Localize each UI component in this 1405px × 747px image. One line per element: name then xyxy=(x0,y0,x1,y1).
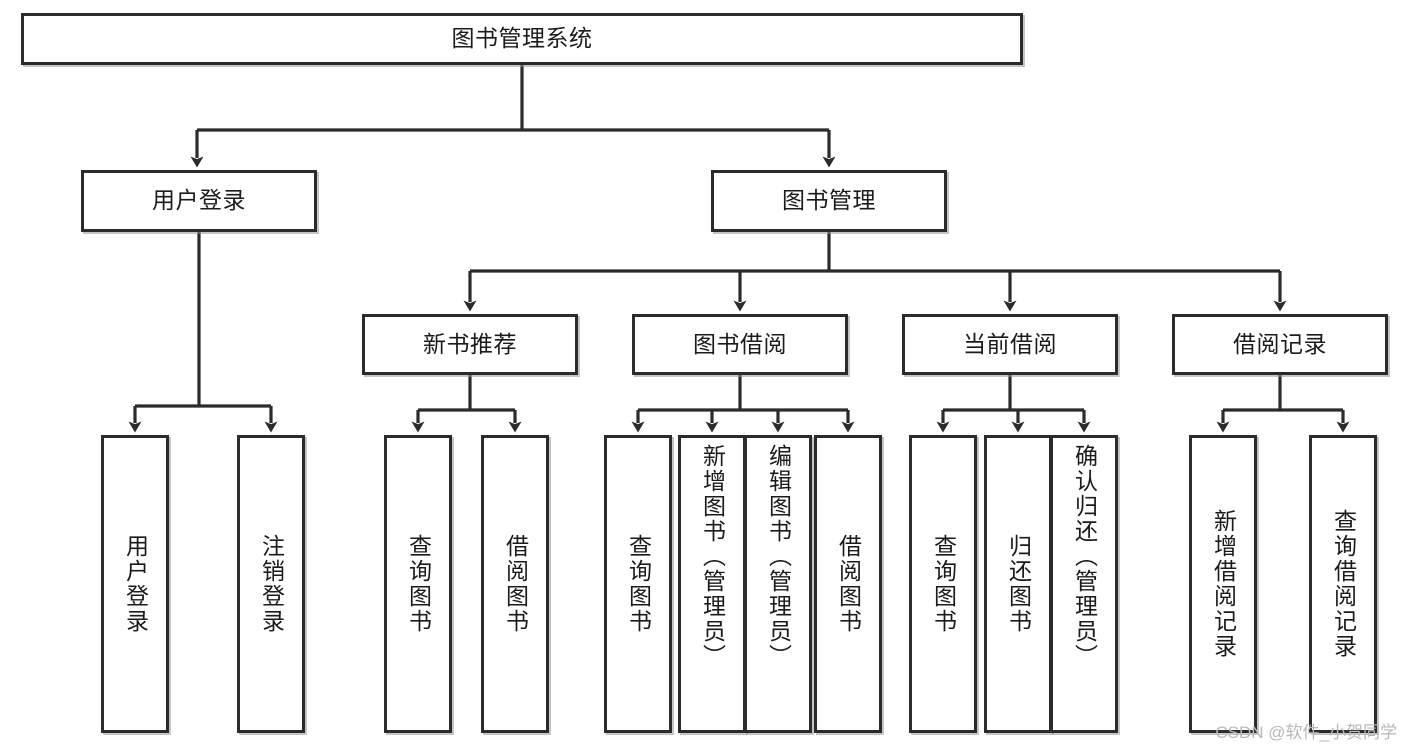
node-label: 确认归还（管理员） xyxy=(1071,444,1098,669)
node-label: 查询图书 xyxy=(625,534,652,634)
node-label: 归还图书 xyxy=(1005,534,1032,634)
borrow-record-to-leaves-connectors xyxy=(1216,375,1350,433)
current-borrow-to-leaves-connectors xyxy=(936,375,1091,433)
node-label: 借阅记录 xyxy=(1233,330,1327,357)
node-current-borrowing[interactable]: 当前借阅 xyxy=(902,314,1118,375)
root-to-level2-connectors xyxy=(190,65,836,168)
node-label: 用户登录 xyxy=(122,534,149,634)
node-label: 注销登录 xyxy=(258,534,285,634)
node-label: 用户登录 xyxy=(152,187,246,214)
node-label: 图书管理 xyxy=(782,187,876,214)
node-label: 借阅图书 xyxy=(502,534,529,634)
leaf-node-borrow-book-recommendation[interactable]: 借阅图书 xyxy=(481,435,549,733)
new-book-rec-to-leaves-connectors xyxy=(411,375,522,433)
leaf-node-user-login[interactable]: 用户登录 xyxy=(101,435,169,733)
node-label: 图书管理系统 xyxy=(451,25,593,52)
node-borrowing-record[interactable]: 借阅记录 xyxy=(1172,314,1388,375)
node-label: 新增图书（管理员） xyxy=(699,444,726,669)
leaf-node-borrow-book-borrowing[interactable]: 借阅图书 xyxy=(814,435,882,733)
node-label: 查询图书 xyxy=(405,534,432,634)
node-root-library-system[interactable]: 图书管理系统 xyxy=(21,13,1023,65)
node-new-book-recommendation[interactable]: 新书推荐 xyxy=(362,314,578,375)
csdn-watermark: CSDN @软件_小贺同学 xyxy=(1215,723,1397,742)
node-label: 编辑图书（管理员） xyxy=(765,444,792,669)
node-label: 当前借阅 xyxy=(963,330,1057,357)
node-label: 借阅图书 xyxy=(835,534,862,634)
node-label: 查询图书 xyxy=(930,534,957,634)
leaf-node-confirm-return-admin[interactable]: 确认归还（管理员） xyxy=(1050,435,1118,733)
node-label: 新增借阅记录 xyxy=(1210,509,1237,659)
node-label: 新书推荐 xyxy=(423,330,517,357)
book-manage-to-level3-connectors xyxy=(463,232,1287,312)
user-login-to-leaves-connectors xyxy=(128,232,278,433)
node-book-management[interactable]: 图书管理 xyxy=(711,170,947,232)
book-borrow-to-leaves-connectors xyxy=(631,375,855,433)
leaf-node-return-book[interactable]: 归还图书 xyxy=(984,435,1052,733)
leaf-node-query-book-borrowing[interactable]: 查询图书 xyxy=(604,435,672,733)
leaf-node-edit-book-admin[interactable]: 编辑图书（管理员） xyxy=(744,435,812,733)
leaf-node-query-borrowing-record[interactable]: 查询借阅记录 xyxy=(1309,435,1377,733)
leaf-node-add-book-admin[interactable]: 新增图书（管理员） xyxy=(678,435,746,733)
node-label: 查询借阅记录 xyxy=(1330,509,1357,659)
leaf-node-logout[interactable]: 注销登录 xyxy=(237,435,305,733)
node-label: 图书借阅 xyxy=(693,330,787,357)
leaf-node-add-borrowing-record[interactable]: 新增借阅记录 xyxy=(1189,435,1257,733)
node-book-borrowing[interactable]: 图书借阅 xyxy=(632,314,848,375)
node-user-login[interactable]: 用户登录 xyxy=(81,170,317,232)
leaf-node-query-book-recommendation[interactable]: 查询图书 xyxy=(384,435,452,733)
leaf-node-query-book-current[interactable]: 查询图书 xyxy=(909,435,977,733)
